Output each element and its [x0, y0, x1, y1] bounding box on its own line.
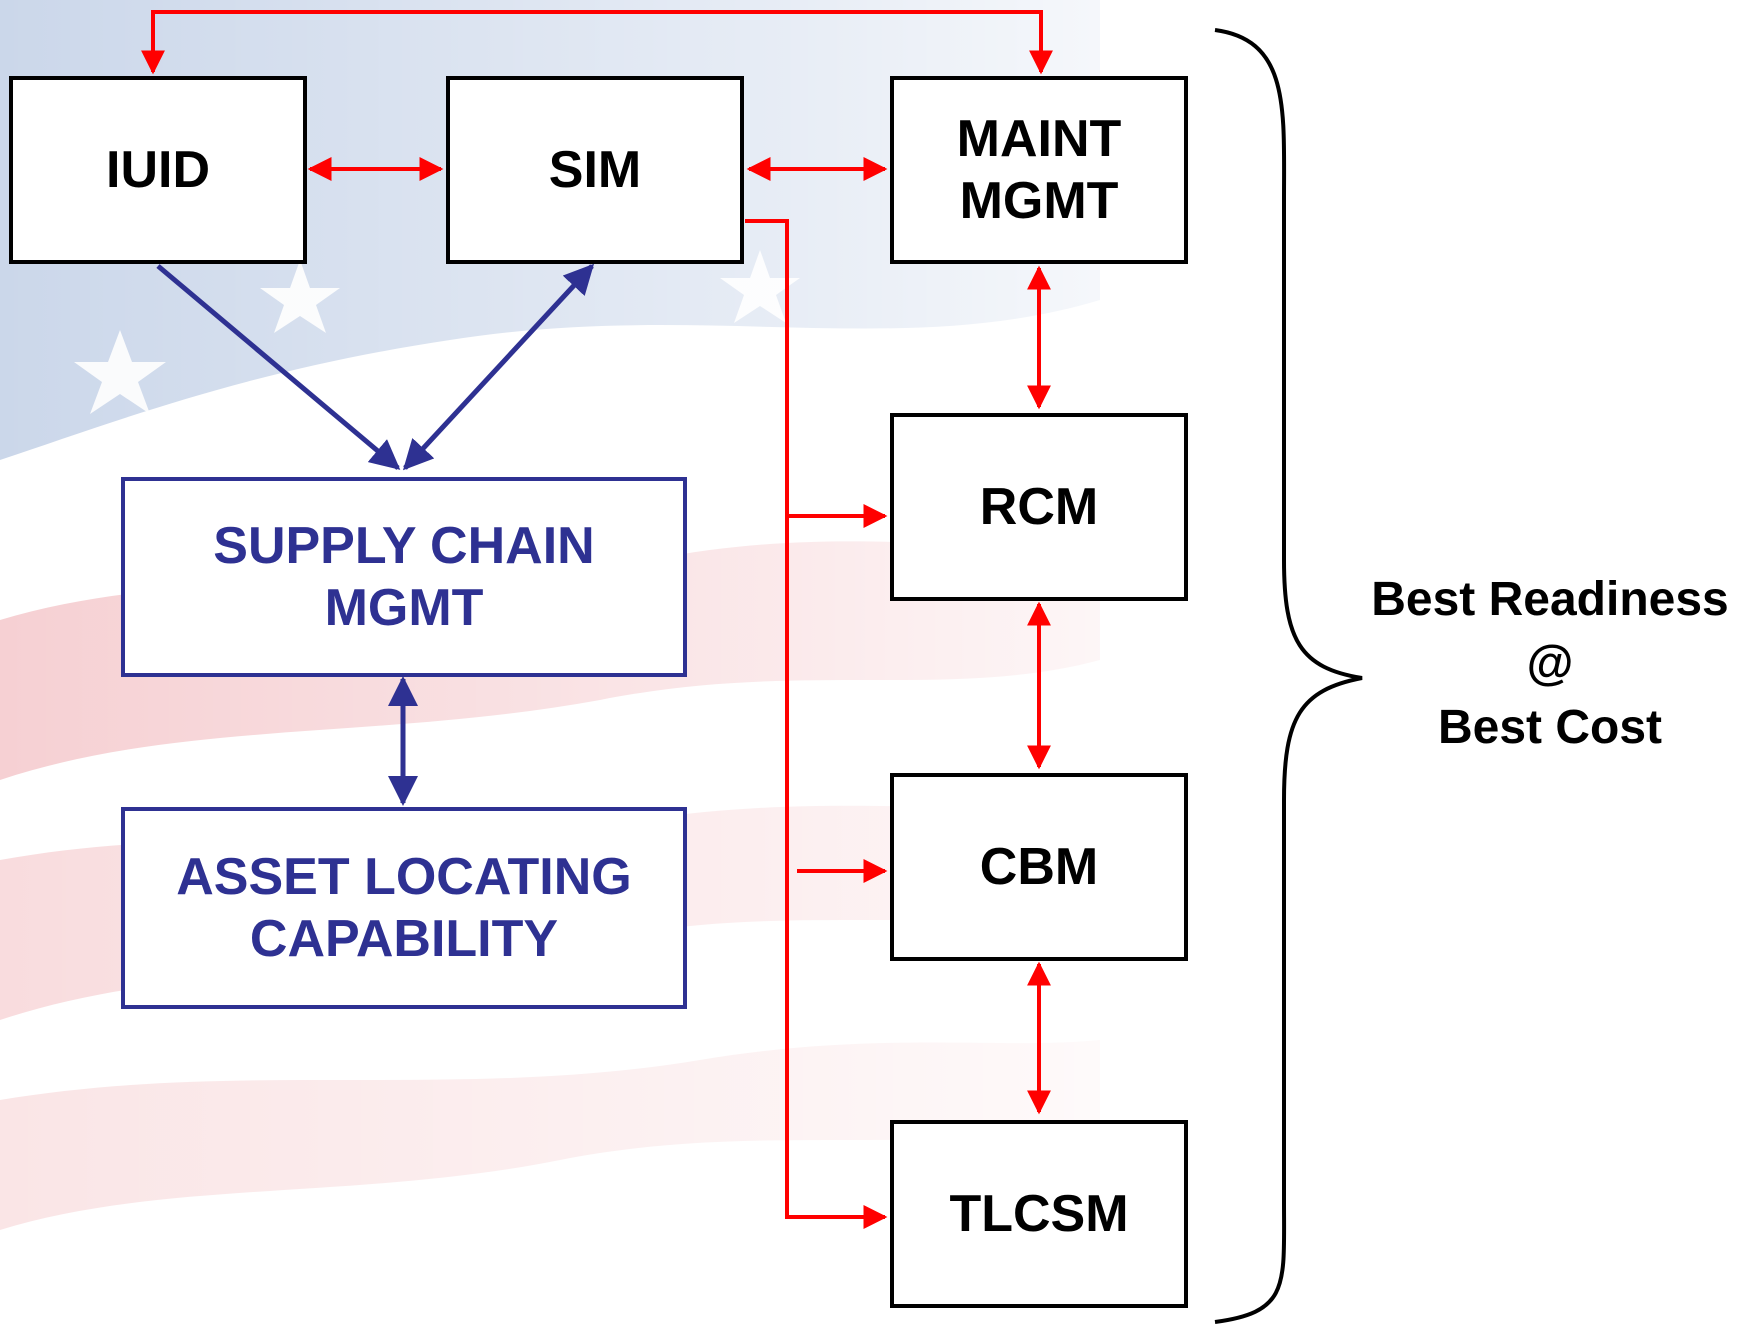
rcm-box[interactable]: RCM — [890, 413, 1188, 601]
iuid-box[interactable]: IUID — [9, 76, 307, 264]
outcome-line-2: @ — [1526, 637, 1574, 690]
maint-mgmt-box[interactable]: MAINT MGMT — [890, 76, 1188, 264]
tlcsm-box[interactable]: TLCSM — [890, 1120, 1188, 1308]
supply-chain-mgmt-label: SUPPLY CHAIN MGMT — [213, 516, 595, 637]
cbm-label: CBM — [979, 837, 1099, 896]
blue-connectors — [156, 263, 595, 806]
maint-mgmt-label: MAINT MGMT — [956, 109, 1122, 230]
outcome-line-3: Best Cost — [1437, 701, 1663, 754]
asset-locating-capability-box[interactable]: ASSET LOCATING CAPABILITY — [121, 807, 687, 1009]
tlcsm-label: TLCSM — [949, 1184, 1129, 1243]
supply-chain-mgmt-box[interactable]: SUPPLY CHAIN MGMT — [121, 477, 687, 677]
sim-label: SIM — [548, 140, 642, 199]
iuid-label: IUID — [106, 140, 210, 199]
connector-sim-supply — [402, 263, 595, 471]
sim-box[interactable]: SIM — [446, 76, 744, 264]
connector-iuid-supply — [156, 264, 401, 470]
asset-locating-capability-label: ASSET LOCATING CAPABILITY — [176, 847, 632, 968]
red-connectors — [141, 10, 1053, 1229]
connector-sim-branch — [745, 219, 888, 1229]
rcm-label: RCM — [979, 477, 1099, 536]
outcome-line-1: Best Readiness — [1371, 573, 1729, 626]
connector-iuid-maint-top — [141, 10, 1053, 75]
outcome-brace — [1214, 28, 1363, 1324]
cbm-box[interactable]: CBM — [890, 773, 1188, 961]
outcome-label: Best Readiness @ Best Cost — [1340, 568, 1760, 760]
